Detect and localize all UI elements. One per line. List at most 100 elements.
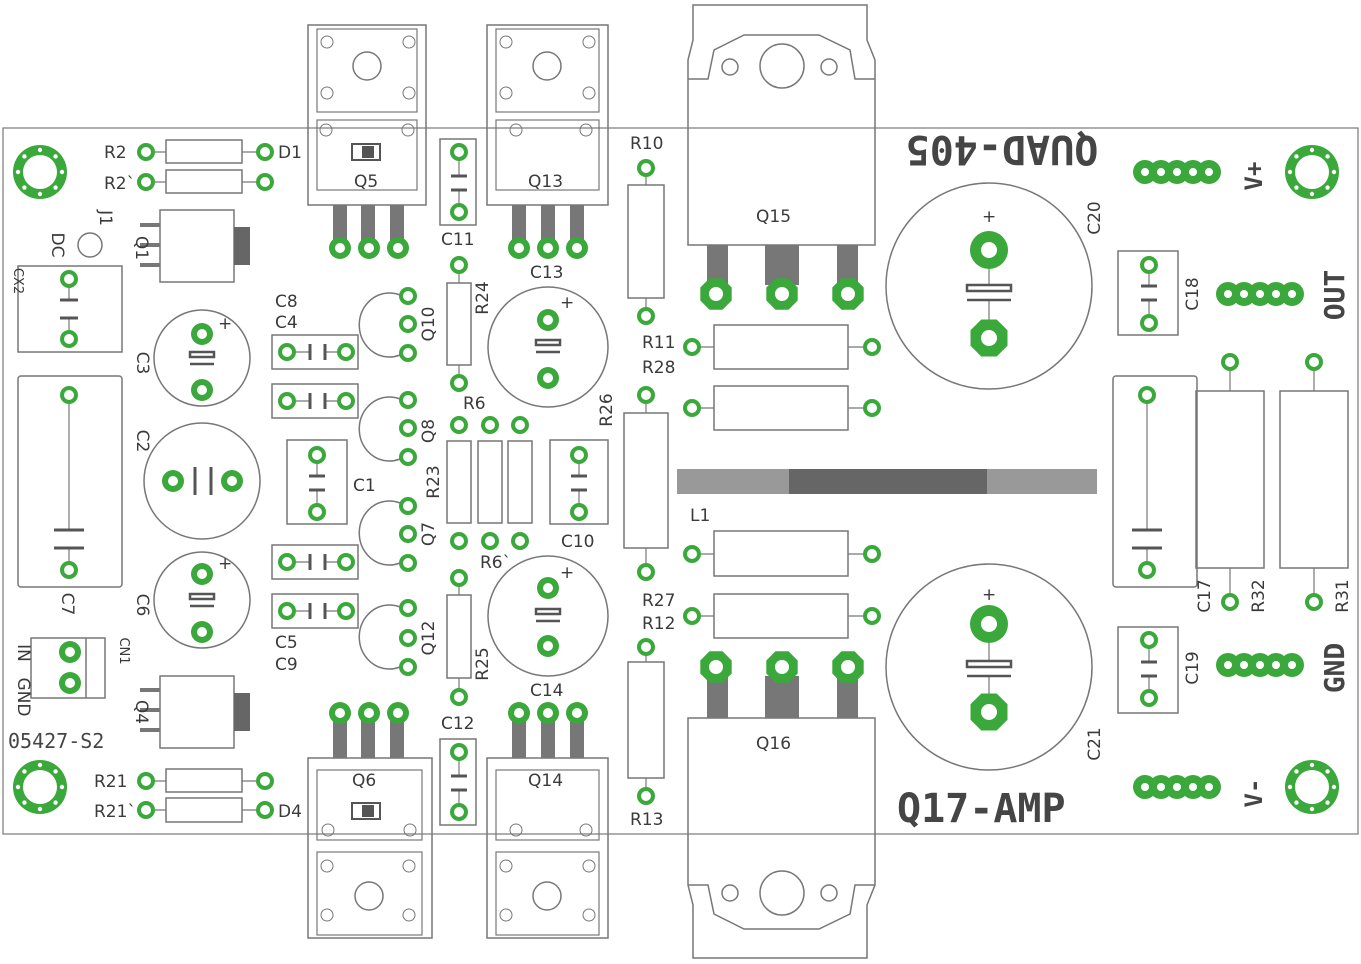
label-v-minus: V- (1240, 779, 1268, 808)
via (1294, 154, 1299, 159)
pad-hole (1157, 168, 1165, 176)
electrolytic-plates (188, 283, 1013, 678)
label-c14: C14 (530, 681, 564, 701)
pad-hole (867, 611, 877, 621)
pad-hole (282, 396, 292, 406)
via (37, 806, 43, 812)
pad-hole (403, 395, 413, 405)
label-c17: C17 (1195, 579, 1215, 613)
board-title-top: QUAD-405 (906, 126, 1099, 172)
pad-hole (1141, 783, 1149, 791)
pad-hole (141, 177, 151, 187)
electrolytic-caps (143, 182, 1093, 771)
label-r12: R12 (642, 614, 675, 634)
via (1325, 185, 1330, 190)
to92-transistors (358, 292, 409, 670)
inductor-l1 (677, 469, 1097, 494)
plus-c13: + (560, 293, 574, 313)
pad-hole (393, 243, 403, 253)
pad-hole (64, 334, 74, 344)
via (1331, 784, 1337, 790)
pad-hole (65, 647, 75, 657)
label-q5: Q5 (354, 172, 378, 192)
via (1309, 147, 1315, 153)
via (1294, 769, 1299, 774)
pad-hole (393, 708, 403, 718)
plus-c21: + (982, 585, 996, 605)
label-c6: C6 (132, 594, 152, 617)
label-q15: Q15 (756, 207, 791, 227)
pad-hole (687, 342, 697, 352)
pad-hole (867, 403, 877, 413)
pad-hole (867, 549, 877, 559)
pad-hole (981, 704, 997, 720)
label-c19: C19 (1183, 651, 1203, 685)
transistor-leads (140, 223, 160, 732)
label-c18: C18 (1183, 277, 1203, 311)
pad-hole (572, 708, 582, 718)
pad-hole (1295, 155, 1329, 189)
pad-hole (1272, 290, 1280, 298)
label-c10: C10 (561, 532, 595, 552)
via (1294, 185, 1299, 190)
pad-hole (841, 287, 855, 301)
pad-hole (514, 708, 524, 718)
pad-hole (515, 536, 525, 546)
pad-hole (364, 243, 374, 253)
pad-hole (64, 274, 74, 284)
via (1294, 800, 1299, 805)
pad-hole (454, 747, 464, 757)
label-c21: C21 (1085, 727, 1105, 761)
pad-hole (867, 342, 877, 352)
label-q10: Q10 (419, 306, 439, 341)
label-r10: R10 (630, 134, 663, 154)
label-q16: Q16 (756, 734, 791, 754)
pad-hole (981, 616, 997, 632)
pad-hole (1205, 168, 1213, 176)
pad-hole (335, 708, 345, 718)
pad-hole (403, 348, 413, 358)
pad-hole (1225, 357, 1235, 367)
pad-hole (197, 385, 207, 395)
pad-hole (1272, 661, 1280, 669)
pad-hole (403, 452, 413, 462)
pad-hole (641, 311, 651, 321)
pad-hole (709, 287, 723, 301)
label-r21: R21 (94, 772, 127, 792)
via (1309, 191, 1315, 197)
pad-hole (687, 549, 697, 559)
via (1325, 769, 1330, 774)
label-gnd: GND (1318, 643, 1351, 694)
pad-hole (341, 396, 351, 406)
via (1309, 762, 1315, 768)
pad-hole (543, 243, 553, 253)
pad-hole (403, 603, 413, 613)
label-c11: C11 (441, 230, 475, 250)
pad-hole (775, 287, 789, 301)
via (15, 169, 21, 175)
part-number: 05427-S2 (8, 729, 104, 753)
label-q8: Q8 (419, 419, 439, 443)
pad-hole (403, 291, 413, 301)
label-c8: C8 (275, 292, 298, 312)
pad-hole (197, 329, 207, 339)
label-q12: Q12 (419, 620, 439, 655)
pad-hole (543, 641, 553, 651)
pad-hole (282, 557, 292, 567)
pad-hole (1288, 661, 1296, 669)
pad-hole (260, 147, 270, 157)
pad-hole (454, 692, 464, 702)
label-dc: DC (47, 233, 67, 258)
pad-hole (454, 536, 464, 546)
via (37, 762, 43, 768)
pad-hole (197, 569, 207, 579)
pad-hole (1240, 661, 1248, 669)
label-r21p: R21` (94, 802, 136, 822)
pad-hole (1309, 357, 1319, 367)
pad-hole (64, 565, 74, 575)
pad-hole (454, 147, 464, 157)
pad-hole (227, 476, 237, 486)
label-r27: R27 (642, 591, 675, 611)
label-r2: R2 (104, 143, 127, 163)
pad-hole (1309, 597, 1319, 607)
